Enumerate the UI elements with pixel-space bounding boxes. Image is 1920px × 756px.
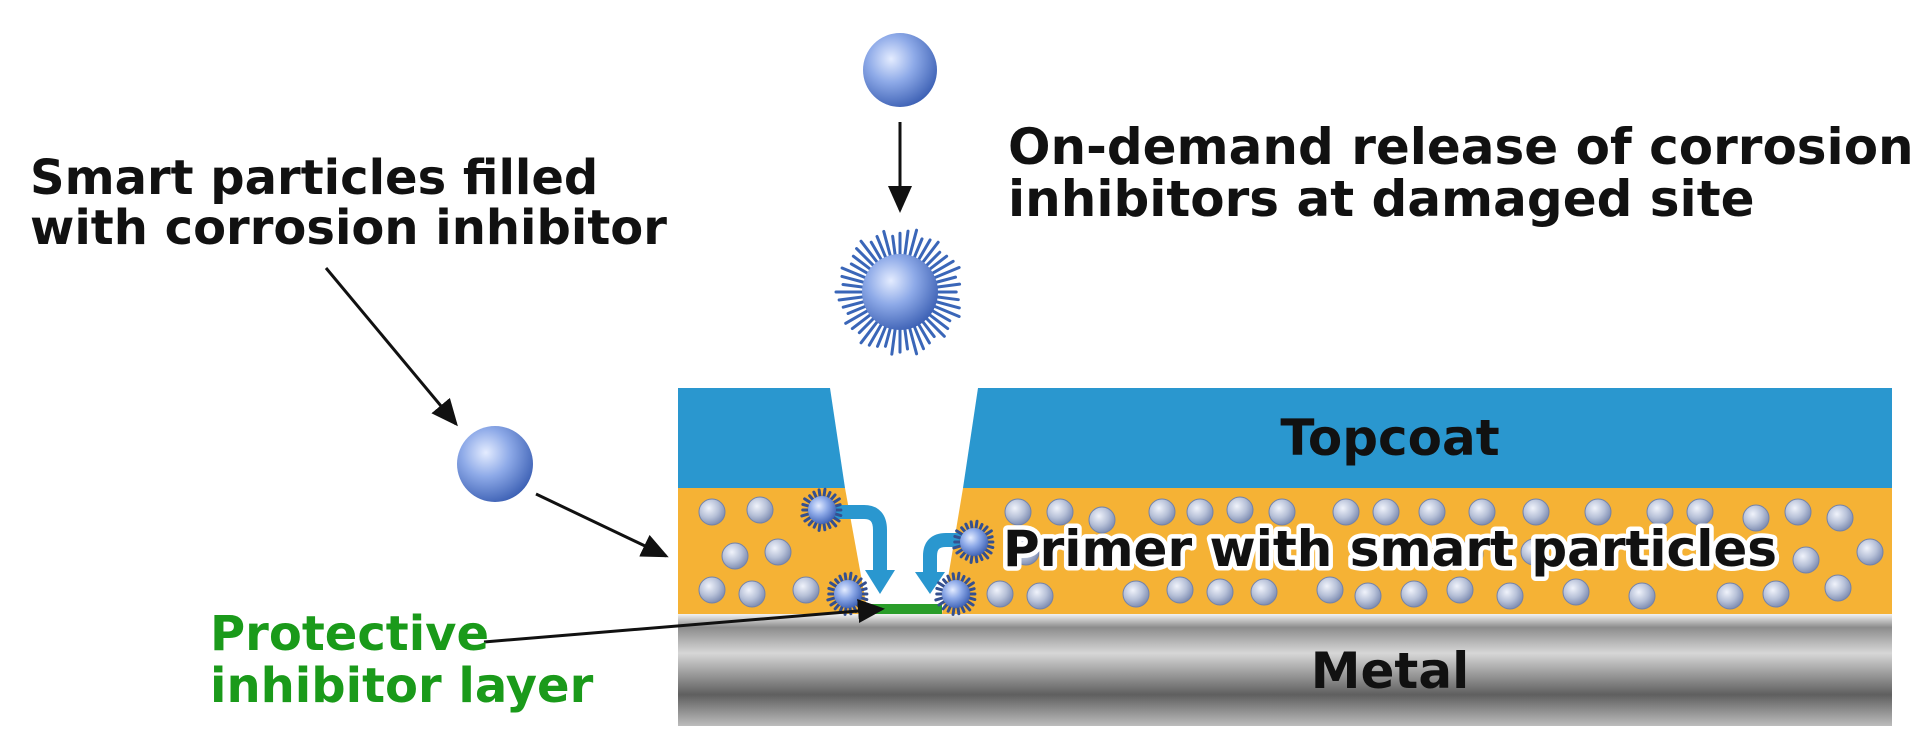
primer-particle (1468, 498, 1496, 526)
primer-particle (1268, 498, 1296, 526)
primer-particle (1122, 580, 1150, 608)
smart-particles-label-line-2: with corrosion inhibitor (30, 200, 667, 256)
primer-particle (764, 538, 792, 566)
primer-particle (1826, 504, 1854, 532)
primer-particles (698, 496, 1884, 610)
primer-particle (1824, 574, 1852, 602)
primer-particle (738, 580, 766, 608)
release-arrowhead-left (865, 570, 895, 594)
on-demand-label-line-1: On-demand release of corrosion (1008, 118, 1914, 176)
swollen-particle (800, 487, 843, 532)
primer-particle (1354, 582, 1382, 610)
topcoat-layer-right (963, 388, 1892, 488)
protective-label-line-1: Protective (210, 606, 489, 662)
primer-particle (746, 496, 774, 524)
primer-particle (1148, 498, 1176, 526)
primer-particle (1250, 578, 1278, 606)
primer-particle (1004, 498, 1032, 526)
swollen-particle (934, 571, 977, 616)
primer-particle (1784, 498, 1812, 526)
pointer-arrow-protective (483, 599, 885, 644)
primer-particle (1646, 498, 1674, 526)
primer-particle (1446, 576, 1474, 604)
primer-particle (1186, 498, 1214, 526)
smart-particles-label-line-1: Smart particles filled (30, 150, 598, 206)
primer-particle (1088, 506, 1116, 534)
primer-particle (1456, 540, 1484, 568)
protective-label-line-2: inhibitor layer (210, 658, 594, 714)
primer-particle (1316, 576, 1344, 604)
primer-particle (1792, 546, 1820, 574)
on-demand-label-line-2: inhibitors at damaged site (1008, 170, 1755, 228)
primer-particle (1716, 582, 1744, 610)
release-arrowhead-right (915, 572, 945, 594)
protective-inhibitor-layer (868, 604, 942, 614)
primer-particle (1584, 498, 1612, 526)
releasing-particle (834, 228, 962, 356)
primer-particle (1628, 582, 1656, 610)
primer-particle (1078, 538, 1106, 566)
primer-particle (698, 576, 726, 604)
pointer-arrow-2 (535, 492, 669, 558)
primer-label: Primer with smart particles (1003, 520, 1777, 578)
primer-particle (721, 542, 749, 570)
protective-layer-label: Protective inhibitor layer (210, 606, 594, 714)
primer-particle (1762, 580, 1790, 608)
primer-particle (1418, 498, 1446, 526)
metal-label: Metal (1311, 642, 1469, 700)
pointer-arrow-1 (324, 267, 458, 427)
primer-particle (1520, 538, 1548, 566)
primer-particle (1372, 498, 1400, 526)
primer-particle (986, 580, 1014, 608)
release-arrow-left (820, 505, 887, 572)
primer-particle (1166, 576, 1194, 604)
metal-layer (678, 614, 1892, 726)
swollen-particles (800, 487, 995, 616)
primer-particle (1226, 496, 1254, 524)
primer-particle (698, 498, 726, 526)
primer-particle (1496, 582, 1524, 610)
primer-particle (1026, 582, 1054, 610)
topcoat-layer-left (678, 388, 845, 488)
primer-particle (1046, 498, 1074, 526)
primer-particle (1206, 578, 1234, 606)
primer-particle (1856, 538, 1884, 566)
primer-particle (1746, 542, 1774, 570)
primer-particle (1686, 498, 1714, 526)
on-demand-release-label: On-demand release of corrosion inhibitor… (1008, 118, 1920, 228)
smart-particle-top (863, 33, 937, 107)
primer-particle (1012, 538, 1040, 566)
swollen-particle (952, 519, 995, 564)
primer-particle (1522, 498, 1550, 526)
primer-particle (1400, 580, 1428, 608)
smart-particle-left (457, 426, 533, 502)
primer-particle (1562, 578, 1590, 606)
primer-particle (1332, 498, 1360, 526)
releasing-particle-burst (834, 228, 962, 356)
topcoat-label: Topcoat (1280, 409, 1499, 467)
smart-particles-label: Smart particles filled with corrosion in… (30, 150, 667, 256)
primer-particle (792, 576, 820, 604)
release-arrow-right (923, 533, 968, 574)
primer-particle (1742, 504, 1770, 532)
